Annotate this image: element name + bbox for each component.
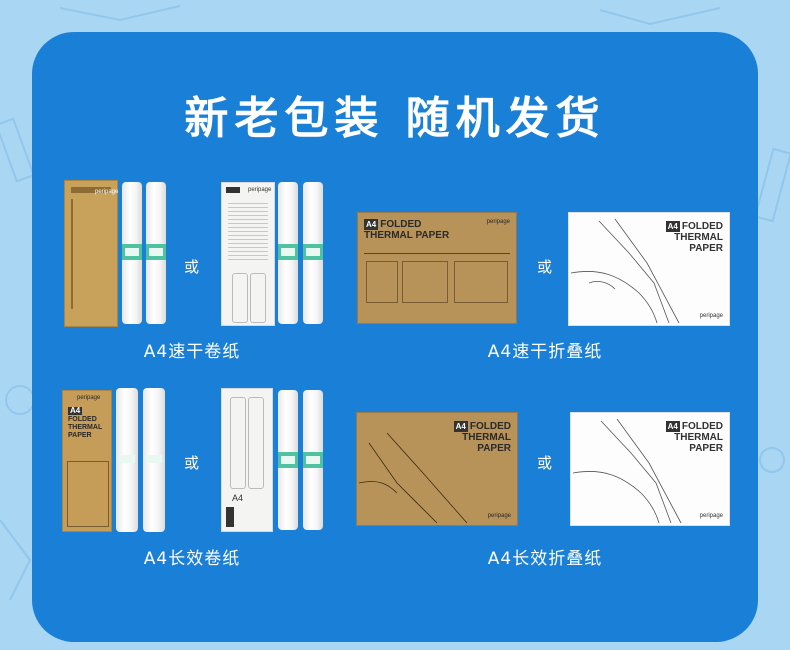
- box-text-thermal: THERMAL: [68, 424, 103, 431]
- product-label: A4速干卷纸: [143, 342, 241, 362]
- or-text: 或: [184, 258, 200, 276]
- box-text-folded: FOLDED: [681, 221, 723, 232]
- brand-mark: peripage: [487, 513, 511, 519]
- box-text-thermal: THERMAL: [462, 432, 511, 443]
- box-text-folded: FOLDED: [681, 421, 723, 432]
- paper-roll: [278, 182, 298, 324]
- brand-mark: peripage: [699, 313, 723, 319]
- a4-badge: A4: [665, 421, 680, 432]
- paper-roll: [116, 388, 138, 532]
- paper-roll: [278, 390, 298, 530]
- hand-drawing-illustration: [572, 418, 682, 524]
- or-text: 或: [184, 454, 200, 472]
- or-text: 或: [537, 258, 553, 276]
- box-text-thermal: THERMAL: [674, 232, 723, 243]
- hand-drawing-illustration: [570, 218, 680, 324]
- hand-drawing-illustration: [358, 432, 468, 524]
- paper-roll: [122, 182, 142, 324]
- brand-mark: peripage: [77, 395, 101, 401]
- box-text-paper: PAPER: [68, 432, 92, 439]
- box-text-paper: PAPER: [689, 243, 723, 254]
- box-text-thermal: THERMAL: [674, 432, 723, 443]
- brand-mark: peripage: [486, 219, 510, 225]
- roll-package-white: peripage: [221, 182, 275, 326]
- headline: 新老包装 随机发货: [184, 93, 606, 144]
- brand-mark: peripage: [699, 513, 723, 519]
- box-text-folded: FOLDED: [469, 421, 511, 432]
- box-text-thermal-paper: THERMAL PAPER: [364, 230, 450, 241]
- box-text-folded: FOLDED: [68, 416, 97, 423]
- paper-roll: [303, 390, 323, 530]
- box-text-folded: FOLDED: [380, 219, 422, 230]
- a4-badge: A4: [364, 219, 379, 230]
- paper-roll: [146, 182, 166, 324]
- box-text-paper: PAPER: [477, 443, 511, 454]
- or-text: 或: [537, 454, 553, 472]
- a4-badge: A4: [68, 406, 83, 415]
- paper-roll: [143, 388, 165, 532]
- a4-badge: A4: [453, 421, 468, 432]
- paper-roll: [303, 182, 323, 324]
- box-text-paper: PAPER: [689, 443, 723, 454]
- roll-package-white: A4: [221, 388, 273, 532]
- main-panel: 新老包装 随机发货: [32, 32, 758, 642]
- brand-mark: peripage: [95, 189, 119, 195]
- brand-mark: peripage: [248, 187, 272, 193]
- a4-badge: A4: [665, 221, 680, 232]
- roll-package-kraft: peripage: [64, 180, 118, 327]
- roll-package-kraft: peripage A4FOLDED THERMAL PAPER: [62, 390, 112, 532]
- product-label: A4速干折叠纸: [487, 342, 603, 362]
- product-label: A4长效卷纸: [143, 549, 241, 569]
- roll-size-text: A4: [232, 493, 244, 503]
- product-label: A4长效折叠纸: [487, 549, 603, 569]
